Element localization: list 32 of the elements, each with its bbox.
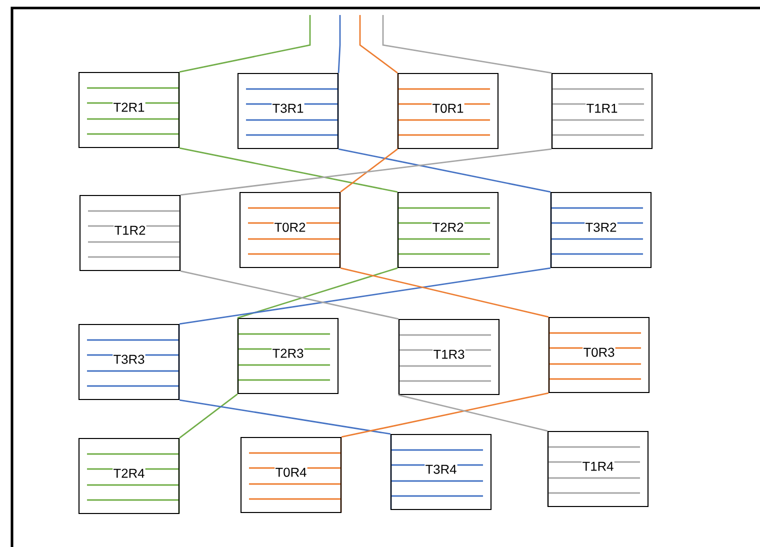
cable-line [179,147,398,193]
cable-box: T0R2 [239,192,341,268]
cable-box: T3R1 [237,72,339,150]
cable-box: T2R4 [78,438,180,514]
cable-box: T1R2 [79,194,181,272]
cable-line [340,148,398,193]
cable-box: T3R2 [550,192,652,268]
cable-line [359,15,398,74]
cable-box: T3R3 [78,324,180,400]
cable-line [341,392,549,438]
cable-line [237,267,398,319]
cable-box: T0R4 [240,436,342,514]
cable-line [179,393,238,439]
cable-line [398,394,548,432]
cable-line [338,15,341,74]
cable-box: T1R1 [551,72,653,150]
cable-line [340,267,549,318]
cable-line [179,399,391,435]
cable-box: T2R2 [397,192,499,268]
cable-box: T1R3 [398,318,500,396]
cable-box: T2R1 [78,72,180,148]
cable-box: T1R4 [547,430,649,508]
cable-line [382,15,552,74]
cable-line [179,15,311,73]
cable-line [180,148,552,196]
cable-line [179,267,551,325]
cable-box: T2R3 [237,318,339,394]
cable-box: T0R3 [548,316,650,394]
cable-line [180,270,399,320]
cable-line [338,148,551,193]
cable-box: T0R1 [397,72,499,150]
cable-box: T3R4 [390,434,492,510]
